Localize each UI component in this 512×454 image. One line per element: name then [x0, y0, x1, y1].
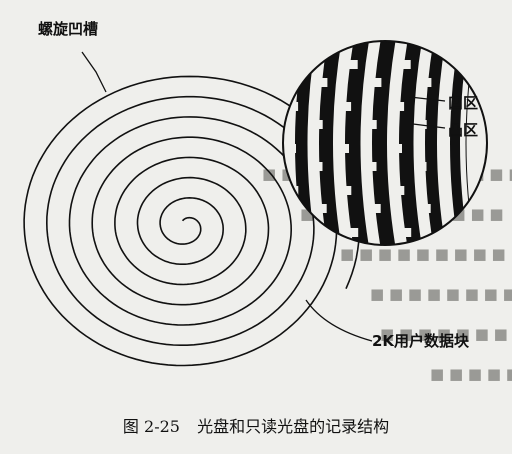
land-gap: [401, 228, 412, 237]
magnifier-circle: [282, 40, 488, 246]
land-gap: [288, 144, 296, 153]
land-gap: [340, 186, 352, 195]
land-gap: [400, 60, 411, 69]
pit-stripe: [345, 41, 369, 245]
land-gap: [346, 60, 358, 69]
land-leader: [412, 123, 446, 129]
land-gap: [423, 78, 432, 87]
land-area-label: 凸区: [448, 121, 479, 139]
magnified-view: [282, 40, 488, 255]
land-gap: [379, 246, 390, 255]
land-gap: [312, 120, 323, 129]
land-gap: [392, 144, 402, 153]
spiral-groove-label: 螺旋凹槽: [38, 20, 99, 38]
land-gap: [365, 162, 377, 171]
pit-stripe: [295, 41, 316, 245]
pit-area-label: 凹区: [448, 94, 479, 112]
pit-stripe: [319, 41, 342, 245]
land-gap: [347, 228, 359, 237]
land-gap: [418, 162, 427, 171]
land-gap: [338, 144, 349, 153]
land-gap: [365, 120, 377, 129]
land-gap: [290, 102, 299, 111]
pit-leader: [409, 96, 446, 102]
block-leader: [305, 299, 373, 342]
land-gap: [369, 204, 381, 213]
land-gap: [317, 78, 328, 87]
land-gap: [432, 246, 440, 255]
land-gap: [296, 60, 305, 69]
pit-stripe: [399, 41, 422, 245]
data-block-label: 2K用户数据块: [372, 332, 470, 350]
land-gap: [340, 102, 352, 111]
spiral-groove-leader: [81, 51, 107, 93]
figure-caption-text: 光盘和只读光盘的记录结构: [197, 417, 390, 436]
pit-stripe: [450, 41, 469, 245]
pit-stripe: [372, 41, 396, 245]
land-gap: [452, 228, 459, 237]
land-gap: [445, 102, 452, 111]
pit-stripe: [425, 41, 446, 245]
land-gap: [418, 120, 427, 129]
land-gap: [370, 78, 382, 87]
figure-number: 图 2-25: [122, 417, 180, 436]
land-gap: [297, 228, 306, 237]
land-gap: [394, 102, 405, 111]
land-gap: [443, 144, 449, 153]
figure-caption: 图 2-25 光盘和只读光盘的记录结构: [0, 413, 512, 437]
track-guide-line: [412, 41, 423, 245]
land-gap: [394, 186, 405, 195]
land-gap: [445, 186, 452, 195]
land-gap: [422, 204, 431, 213]
land-gap: [312, 162, 323, 171]
track-guide-line: [359, 41, 370, 245]
land-gap: [316, 204, 327, 213]
spiral-groove-line: [23, 75, 360, 367]
